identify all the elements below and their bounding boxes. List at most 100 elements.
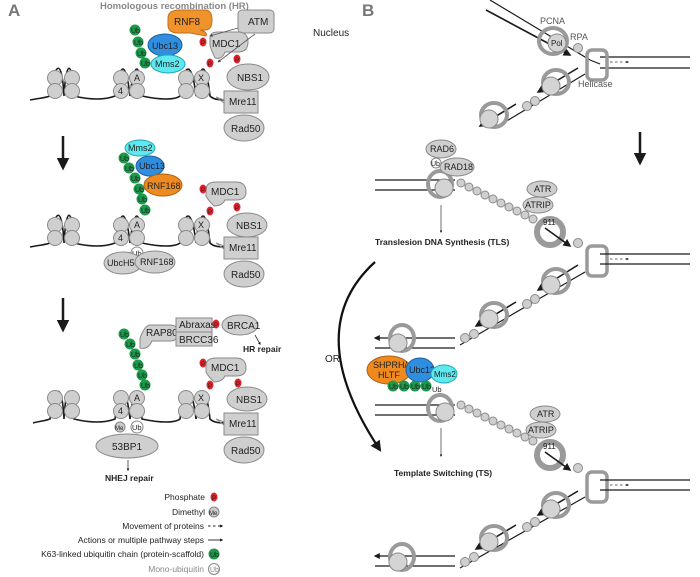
pcna-lagging [541, 267, 571, 295]
legend-item-phosphate: Phosphate P [164, 492, 218, 502]
svg-text:Ubc13: Ubc13 [139, 161, 165, 171]
svg-text:Ub: Ub [141, 61, 150, 68]
svg-text:Ub: Ub [134, 363, 143, 370]
svg-text:ATRIP: ATRIP [525, 200, 551, 210]
mdc1: MDC1 [205, 357, 247, 383]
mono-ubiquitin: Ub [130, 420, 144, 434]
svg-text:Ub: Ub [126, 342, 135, 349]
svg-text:Rad50: Rad50 [231, 270, 261, 281]
step-2: A 4 X Ub Ub Ub Ub Ub Ub Mms2 [29, 139, 268, 288]
helicase: Helicase [578, 48, 613, 89]
atm-arrow [209, 27, 239, 37]
mms2: Mms2 [150, 54, 186, 74]
mdc1: MDC1 [209, 31, 249, 59]
svg-text:Movement of proteins: Movement of proteins [122, 521, 204, 531]
histone-x: X [198, 73, 204, 83]
svg-text:Ubc13: Ubc13 [152, 41, 178, 51]
svg-text:Ub: Ub [138, 197, 147, 204]
phosphate: P P P [199, 37, 241, 68]
nucleosome-3: X [178, 217, 210, 246]
svg-text:Mre11: Mre11 [229, 97, 257, 108]
mre11: Mre11 [215, 412, 259, 436]
svg-text:Ub: Ub [120, 332, 129, 339]
svg-text:K63-linked ubiquitin chain (pr: K63-linked ubiquitin chain (protein-scaf… [41, 549, 204, 559]
svg-text:SHPRH/: SHPRH/ [373, 360, 408, 370]
svg-text:Ub: Ub [132, 423, 142, 432]
brcc36: BRCC36 [175, 331, 219, 347]
atr: ATR [526, 180, 558, 198]
or-label: OR [325, 354, 340, 365]
rad18: RAD18 [439, 157, 475, 177]
nucleosome-2: A 4 [113, 70, 145, 99]
pcna-lagging-2 [479, 301, 509, 329]
svg-text:Ub: Ub [120, 156, 129, 163]
ubc13: Ubc13 [405, 357, 435, 383]
svg-text:Ub: Ub [131, 28, 140, 35]
ubc13: Ubc13 [147, 33, 183, 57]
hr-repair-label: HR repair [243, 344, 282, 354]
pcna-lagging-2 [479, 101, 509, 129]
911-clamp: 911 [534, 439, 566, 471]
svg-text:Abraxas: Abraxas [179, 320, 216, 331]
mdc1: MDC1 [205, 181, 247, 207]
legend: Phosphate P Dimethyl Me Movement of prot… [41, 492, 224, 575]
svg-text:P: P [236, 382, 240, 388]
nucleosome-2: A 4 [113, 390, 145, 419]
svg-text:HLTF: HLTF [378, 370, 400, 380]
phosphate: P P P P [199, 319, 242, 390]
svg-text:Dimethyl: Dimethyl [172, 507, 205, 517]
svg-text:Ub: Ub [210, 552, 219, 559]
step-1: A 4 X Ub Ub Ub Ub Ubc13 Mms2 [29, 9, 275, 142]
rad50: Rad50 [223, 114, 265, 142]
nucleosome-1 [47, 390, 80, 419]
svg-text:BRCC36: BRCC36 [179, 335, 219, 346]
svg-text:Helicase: Helicase [578, 79, 613, 89]
svg-text:53BP1: 53BP1 [112, 442, 142, 453]
rpa: RPA [570, 32, 588, 53]
svg-text:NBS1: NBS1 [236, 221, 263, 232]
dna-strand [29, 67, 229, 101]
ubc13: Ubc13 [135, 155, 165, 177]
atm: ATM [237, 9, 275, 34]
svg-text:Mre11: Mre11 [229, 243, 257, 254]
histone-a: A [134, 220, 140, 230]
svg-text:Me: Me [209, 511, 218, 517]
k63-ubiquitin-icon [208, 548, 220, 560]
k63-ub-chain: Ub Ub Ub Ub Ub Ub [118, 328, 151, 391]
mms2: Mms2 [124, 139, 156, 157]
step-3: A 4 X Ub Ub Ub Ub Ub Ub RAP80 [32, 314, 282, 483]
nucleosome-1 [47, 217, 80, 246]
panel-b-letter: B [362, 1, 374, 20]
svg-text:P: P [201, 362, 205, 368]
rad6: RAD6 [425, 139, 457, 159]
hr-repair-arrow [254, 334, 261, 345]
legend-item-actions: Actions or multiple pathway steps [78, 535, 224, 545]
svg-text:Ub: Ub [389, 384, 398, 391]
svg-text:MDC1: MDC1 [211, 363, 240, 374]
nucleosome-1 [47, 70, 80, 99]
nucleus-label: Nucleus [313, 28, 349, 39]
svg-text:RAD18: RAD18 [444, 162, 473, 172]
histone-a: A [134, 73, 140, 83]
svg-text:Rad50: Rad50 [231, 446, 261, 457]
rad50: Rad50 [223, 260, 265, 288]
rpa-chain [456, 178, 538, 224]
atrip: ATRIP [525, 421, 557, 439]
k63-ub-chain: Ub Ub Ub Ub Ub [387, 380, 442, 394]
svg-text:MDC1: MDC1 [212, 39, 241, 50]
svg-text:Ub: Ub [131, 352, 140, 359]
svg-text:RPA: RPA [570, 32, 588, 42]
svg-text:Mms2: Mms2 [434, 370, 456, 379]
legend-item-k63: K63-linked ubiquitin chain (protein-scaf… [41, 548, 220, 560]
phosphate: P P P [199, 184, 241, 216]
hr-title: Homologous recombination (HR) [100, 1, 249, 12]
nbs1: NBS1 [226, 212, 268, 238]
phosphate-icon [210, 492, 218, 502]
svg-text:Ub: Ub [411, 384, 420, 391]
svg-text:Ub: Ub [400, 384, 409, 391]
svg-text:UbcH5c: UbcH5c [107, 258, 140, 268]
svg-text:P: P [214, 323, 218, 329]
nhej-repair-label: NHEJ repair [105, 473, 154, 483]
atr: ATR [529, 405, 561, 423]
